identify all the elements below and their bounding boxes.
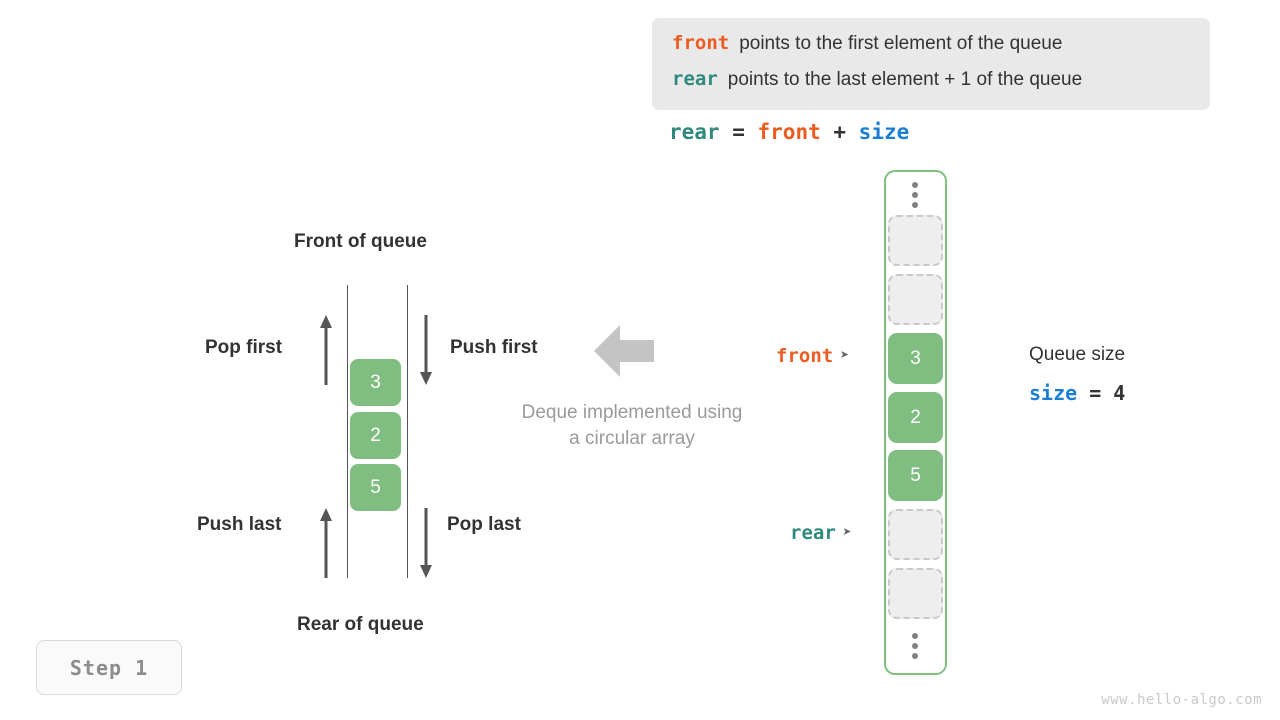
push-first-arrow-down-icon	[419, 315, 433, 385]
pop-first-label: Pop first	[205, 337, 283, 358]
size-keyword: size	[1029, 381, 1078, 405]
push-first-label: Push first	[450, 337, 538, 358]
size-value-rest: = 4	[1077, 381, 1126, 405]
rear-of-queue-label: Rear of queue	[297, 614, 424, 635]
push-last-arrow-up-icon	[319, 508, 333, 578]
legend-line-rear: rear points to the last element + 1 of th…	[672, 68, 1082, 91]
queue-size-expression: size = 4	[1029, 381, 1125, 405]
rear-pointer-label: rear	[790, 522, 836, 544]
deque-right-rail	[407, 285, 408, 578]
push-last-label: Push last	[197, 514, 282, 535]
front-pointer: front ➤	[776, 345, 849, 367]
legend-front-text: points to the first element of the queue	[739, 33, 1063, 54]
deque-cell: 5	[350, 464, 401, 511]
formula-size: size	[858, 120, 910, 144]
front-keyword: front	[672, 32, 730, 54]
pop-last-arrow-down-icon	[419, 508, 433, 578]
step-badge: Step 1	[36, 640, 182, 695]
ellipsis-bottom-icon	[908, 633, 922, 659]
queue-size-title: Queue size	[1029, 344, 1126, 365]
array-cell-empty	[888, 509, 943, 560]
array-cell-filled: 5	[888, 450, 943, 501]
array-cell-empty	[888, 215, 943, 266]
watermark: www.hello-algo.com	[1101, 692, 1262, 708]
legend-box: front points to the first element of the …	[652, 18, 1210, 110]
legend-line-front: front points to the first element of the …	[672, 32, 1062, 55]
formula-plus: +	[820, 120, 859, 144]
front-of-queue-label: Front of queue	[294, 231, 427, 252]
caption-line-1: Deque implemented using	[521, 402, 743, 423]
pop-last-label: Pop last	[447, 514, 521, 535]
pop-first-arrow-up-icon	[319, 315, 333, 385]
legend-rear-text: points to the last element + 1 of the qu…	[727, 69, 1083, 90]
rear-formula: rear = front + size	[669, 120, 909, 144]
rear-keyword: rear	[672, 68, 718, 90]
left-pointing-block-arrow-icon	[594, 323, 654, 384]
array-cell-filled: 3	[888, 333, 943, 384]
formula-equals: =	[719, 120, 758, 144]
ellipsis-top-icon	[908, 182, 922, 208]
array-cell-empty	[888, 568, 943, 619]
deque-cell: 3	[350, 359, 401, 406]
diagram-caption: Deque implemented using a circular array	[493, 400, 771, 452]
front-pointer-arrow-icon: ➤	[840, 345, 850, 364]
formula-front: front	[757, 120, 821, 144]
deque-cell: 2	[350, 412, 401, 459]
rear-pointer: rear ➤	[790, 522, 852, 544]
formula-rear: rear	[669, 120, 720, 144]
array-cell-empty	[888, 274, 943, 325]
deque-left-rail	[347, 285, 348, 578]
front-pointer-label: front	[776, 345, 834, 367]
array-cell-filled: 2	[888, 392, 943, 443]
caption-line-2: a circular array	[569, 428, 695, 449]
rear-pointer-arrow-icon: ➤	[842, 522, 852, 541]
